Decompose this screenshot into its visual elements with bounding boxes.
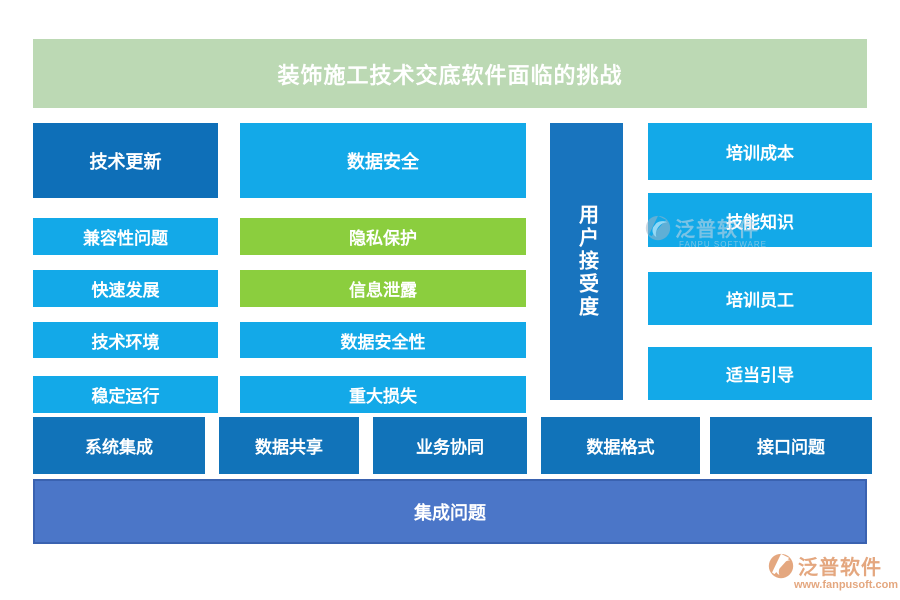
page-title: 装饰施工技术交底软件面临的挑战	[33, 39, 867, 108]
block-proper-guidance: 适当引导	[648, 347, 872, 400]
block-compatibility: 兼容性问题	[33, 218, 218, 255]
block-data-format: 数据格式	[541, 417, 700, 474]
watermark-url: www.fanpusoft.com	[794, 579, 899, 591]
block-skill-knowledge: 技能知识	[648, 193, 872, 247]
block-info-leak: 信息泄露	[240, 270, 526, 307]
block-major-loss: 重大损失	[240, 376, 526, 413]
block-data-sharing: 数据共享	[219, 417, 359, 474]
block-train-staff: 培训员工	[648, 272, 872, 325]
fanpu-logo-icon	[768, 553, 794, 578]
block-business-collaboration: 业务协同	[373, 417, 527, 474]
block-data-safety: 数据安全性	[240, 322, 526, 358]
block-stable-operation: 稳定运行	[33, 376, 218, 413]
watermark-name: 泛普软件	[798, 557, 882, 579]
block-interface-issue: 接口问题	[710, 417, 872, 474]
integration-issue-banner: 集成问题	[33, 479, 867, 544]
block-rapid-development: 快速发展	[33, 270, 218, 307]
vertical-bar-label: 用户接受度	[575, 204, 598, 319]
block-tech-update: 技术更新	[33, 123, 218, 198]
block-user-acceptance: 用户接受度	[550, 123, 623, 400]
block-training-cost: 培训成本	[648, 123, 872, 180]
block-tech-environment: 技术环境	[33, 322, 218, 358]
block-system-integration: 系统集成	[33, 417, 205, 474]
block-data-security: 数据安全	[240, 123, 526, 198]
watermark-corner: 泛普软件 www.fanpusoft.com	[768, 551, 898, 591]
block-privacy-protection: 隐私保护	[240, 218, 526, 255]
